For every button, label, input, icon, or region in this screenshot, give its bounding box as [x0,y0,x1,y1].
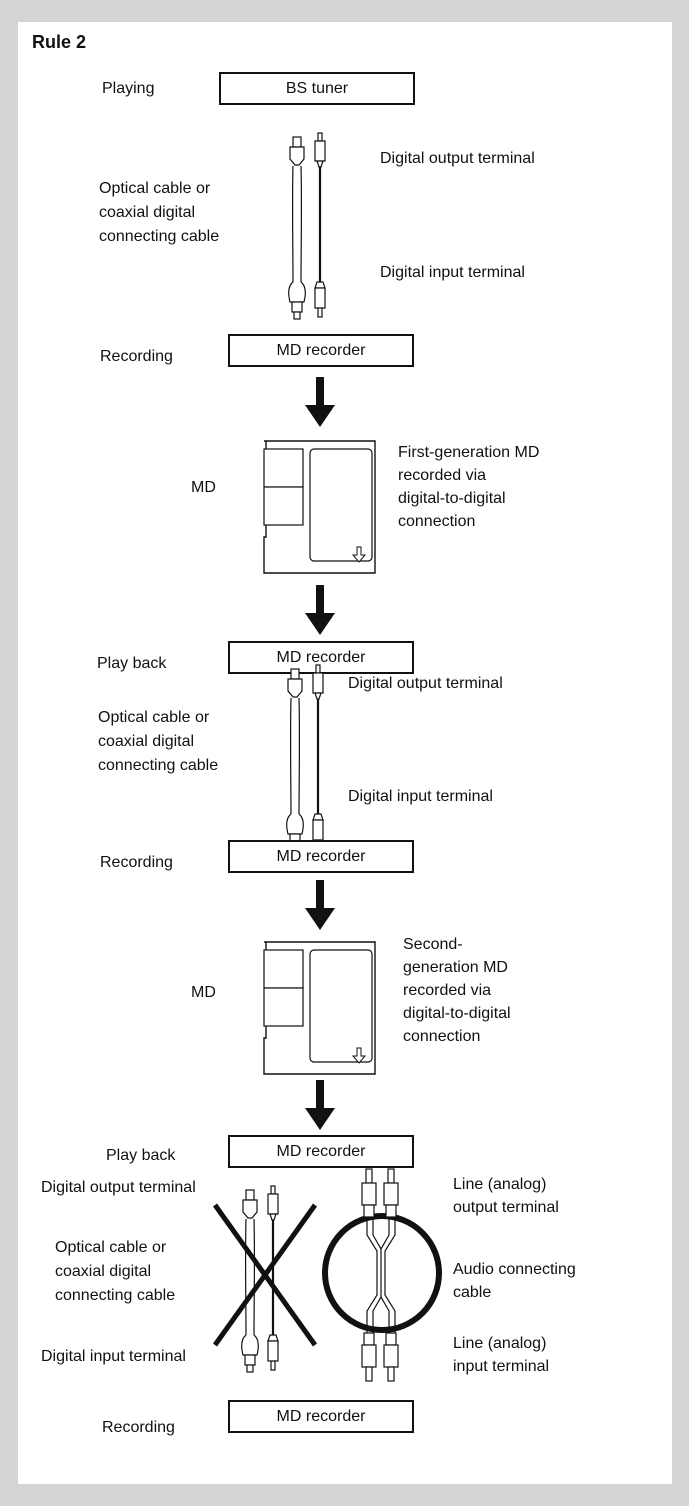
cable3-label-line3: connecting cable [55,1287,176,1304]
md-recorder-label-3: MD recorder [276,847,366,865]
prohibited-cross-icon [212,1203,318,1347]
minidisc-icon [263,440,376,574]
md1-desc-line4: connection [398,513,476,530]
analog-cable-line1: Audio connecting [453,1261,576,1278]
analog-cable-line2: cable [453,1284,492,1301]
analog-in-line2: input terminal [453,1358,550,1375]
stage4-role: Recording [100,854,173,871]
optical-plug-icon [286,668,304,852]
md2-desc-line4: digital-to-digital [403,1005,511,1022]
md-recorder-box-5: MD recorder [228,1400,414,1433]
cable1-label-line2: coaxial digital [99,204,196,221]
md2-label: MD [191,984,216,1001]
down-arrow-icon [305,880,335,930]
down-arrow-icon [305,377,335,427]
md-recorder-box-3: MD recorder [228,840,414,873]
cable1-out-terminal: Digital output terminal [380,150,535,167]
cable2-art [286,664,324,852]
down-arrow-icon [305,1080,335,1130]
cable2-in-terminal: Digital input terminal [348,788,493,805]
stage1-role: Playing [102,80,155,97]
coaxial-plug-icon [312,664,324,850]
stage5-role: Play back [106,1147,176,1164]
cable2-label-line3: connecting cable [98,757,219,774]
cable3-art [241,1185,279,1373]
cable3-out-terminal: Digital output terminal [41,1179,196,1196]
optical-plug-icon [241,1189,259,1373]
rca-plug-icon [361,1168,399,1382]
md-recorder-label-1: MD recorder [276,341,366,359]
md-recorder-box-2: MD recorder [228,641,414,674]
analog-out-line1: Line (analog) [453,1176,547,1193]
cable2-label-line2: coaxial digital [98,733,195,750]
analog-cable-art [322,1168,442,1382]
md1-label: MD [191,479,216,496]
md1-desc-line1: First-generation MD [398,444,540,461]
md-recorder-box-1: MD recorder [228,334,414,367]
cable3-label-line1: Optical cable or [55,1239,167,1256]
md1-desc-line2: recorded via [398,467,487,484]
down-arrow-icon [305,585,335,635]
coaxial-plug-icon [314,132,326,318]
bs-tuner-label: BS tuner [285,79,349,97]
md2-desc-line5: connection [403,1028,481,1045]
optical-plug-icon [288,136,306,320]
cable2-out-terminal: Digital output terminal [348,675,503,692]
stage2-role: Recording [100,348,173,365]
md2-desc-line3: recorded via [403,982,492,999]
cable1-art [288,132,326,320]
cable3-label-line2: coaxial digital [55,1263,152,1280]
coaxial-plug-icon [267,1185,279,1371]
cable3-in-terminal: Digital input terminal [41,1348,186,1365]
cable2-label-line1: Optical cable or [98,709,210,726]
analog-in-line1: Line (analog) [453,1335,547,1352]
md2-desc-line1: Second- [403,936,463,953]
md-recorder-box-4: MD recorder [228,1135,414,1168]
md2-desc-line2: generation MD [403,959,508,976]
stage3-role: Play back [97,655,167,672]
md-recorder-label-4: MD recorder [276,1142,366,1160]
bs-tuner-box: BS tuner [219,72,415,105]
diagram-title: Rule 2 [32,32,87,52]
diagram-panel: Rule 2 Playing BS tuner Optical cable or… [18,22,672,1484]
cable1-in-terminal: Digital input terminal [380,264,525,281]
md-recorder-label-5: MD recorder [276,1407,366,1425]
analog-out-line2: output terminal [453,1199,559,1216]
cable1-label-line1: Optical cable or [99,180,211,197]
circle-ok-icon [322,1213,442,1333]
cable1-label-line3: connecting cable [99,228,220,245]
stage6-role: Recording [102,1419,175,1436]
minidisc-icon [263,941,376,1075]
md1-desc-line3: digital-to-digital [398,490,506,507]
md-recorder-label-2: MD recorder [276,648,366,666]
